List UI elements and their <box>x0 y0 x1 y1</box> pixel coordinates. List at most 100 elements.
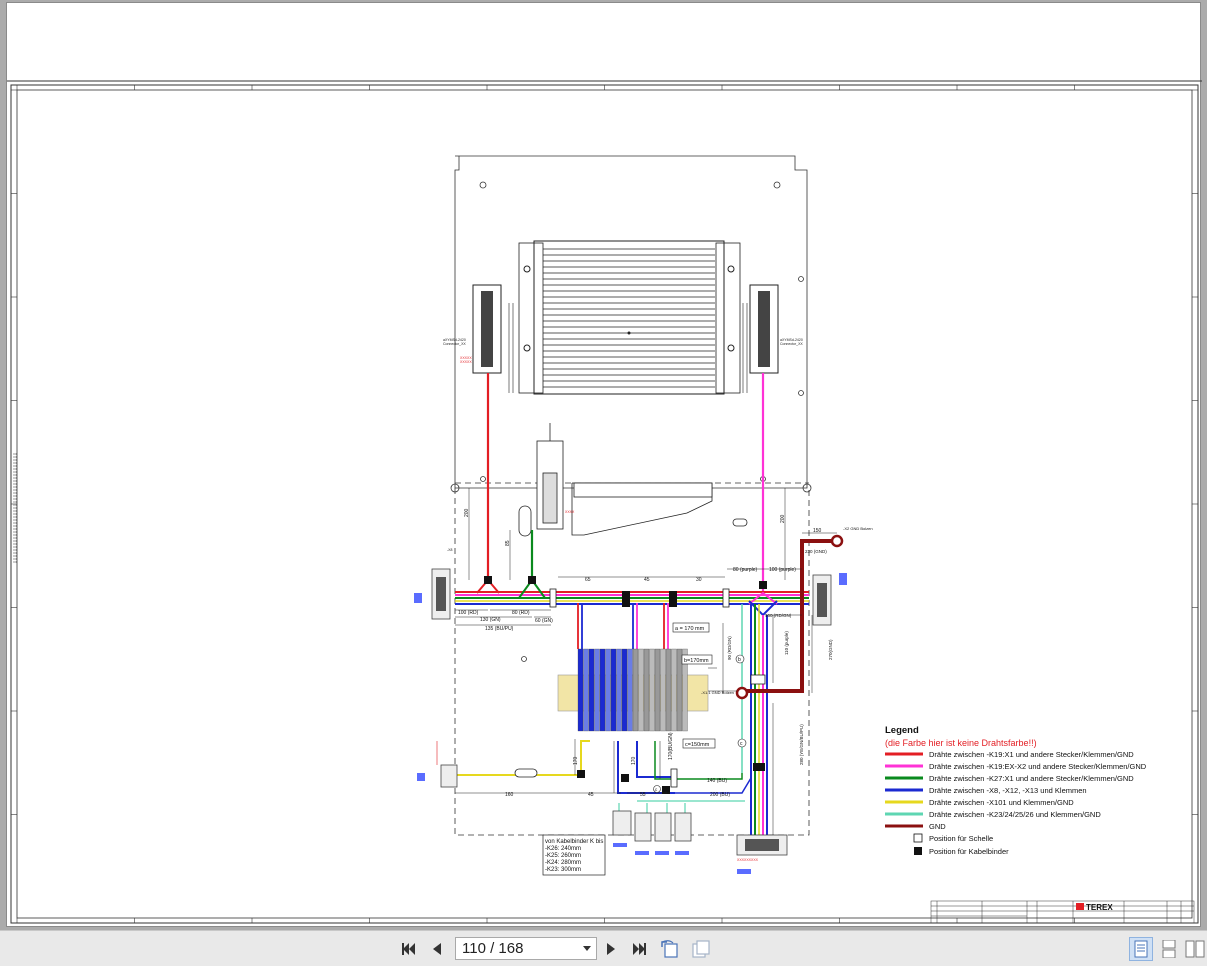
plug-x101 <box>417 741 458 788</box>
first-page-button[interactable] <box>398 938 420 960</box>
dim-130gn: 130 (GN) <box>480 617 501 623</box>
terminal-block <box>621 648 628 732</box>
previous-page-button[interactable] <box>426 938 448 960</box>
relay-k27: XXXX <box>518 423 748 537</box>
plug-right <box>812 573 847 626</box>
connector-k19-ex-x2: aXYMSd-2420 Connector_XX <box>742 284 803 393</box>
marker-c: c <box>740 741 743 747</box>
terminal-block <box>632 648 639 732</box>
callout-a: a = 170 mm <box>675 626 705 632</box>
drawing-page: aXYMSd-2420 Connector_XX XXXXX XXXXX aXY… <box>6 2 1202 927</box>
marker-c-lower: c <box>655 787 658 792</box>
continuous-view-button[interactable] <box>1157 937 1181 961</box>
legend-item-label: GND <box>929 822 946 831</box>
document-viewport[interactable]: aXYMSd-2420 Connector_XX XXXXX XXXXX aXY… <box>0 0 1207 930</box>
dim-85: 85 <box>505 540 511 546</box>
dim-200-left: 200 <box>464 508 470 517</box>
note-line-1: von Kabelbinder K bis <box>545 839 603 845</box>
dim-200bu: 200 (BU) <box>710 792 730 798</box>
callouts: a = 170 mm b=170mm c=150mm b c c <box>653 622 747 793</box>
clamp-markers <box>549 588 730 788</box>
svg-text:XXXXX: XXXXX <box>460 360 472 364</box>
triangle-right-icon <box>607 943 615 955</box>
skip-forward-icon <box>633 943 646 955</box>
terminal-block <box>660 648 666 732</box>
terminal-block <box>665 648 672 732</box>
rotate-forward-button[interactable] <box>689 938 711 960</box>
legend-symbol-tie: Position für Kabelbinder <box>929 847 1009 856</box>
dim-100rd: 100 (RD) <box>458 610 479 616</box>
svg-text:Connector_XX: Connector_XX <box>780 342 803 346</box>
x2-gnd-label: -X2 GND Bolzen <box>843 526 873 531</box>
chevron-down-icon[interactable] <box>583 946 591 951</box>
dim-90-rdgn-vert: 90 (RD/GN) <box>727 636 732 660</box>
dim-160: 160 <box>505 792 514 798</box>
wiring-diagram: aXYMSd-2420 Connector_XX XXXXX XXXXX aXY… <box>7 80 1202 924</box>
legend-item-label: Drähte zwischen -X101 und Klemmen/GND <box>929 798 1074 807</box>
plug-bottom: XXXXXXXXX <box>736 834 788 874</box>
dim-55: 55 <box>640 792 646 798</box>
relays-k23-k26 <box>612 810 692 855</box>
terminal-block <box>577 648 584 732</box>
marker-b: b <box>738 657 741 663</box>
legend: Legend (die Farbe hier ist keine Drahtsf… <box>885 725 1147 856</box>
title-block-brand: TEREX <box>1086 903 1113 912</box>
dim-30: 30 <box>696 577 702 583</box>
svg-text:-X8: -X8 <box>447 548 453 552</box>
vertical-harness <box>741 604 768 835</box>
legend-filled-square-icon <box>914 847 922 855</box>
svg-text:XXXXXXXXX: XXXXXXXXX <box>737 858 759 862</box>
single-page-view-button[interactable] <box>1129 937 1153 961</box>
title-block: TEREX <box>930 900 1195 924</box>
svg-text:Connector_XX: Connector_XX <box>443 342 466 346</box>
dim-170-a: 170 <box>573 756 579 765</box>
terminal-block <box>599 648 606 732</box>
dim-110purple: 110 (purple) <box>784 631 789 655</box>
continuous-pages-icon <box>1162 940 1176 958</box>
terminal-block <box>594 648 600 732</box>
callout-b: b=170mm <box>684 658 709 664</box>
cable-tie-markers <box>484 576 767 794</box>
rotate-back-button[interactable] <box>659 938 681 960</box>
legend-open-square-icon <box>913 833 923 843</box>
legend-item-label: Drähte zwischen -K19:X1 und andere Steck… <box>929 750 1134 759</box>
dimension-labels: 200 200 85 65 45 30 100 (RD) 130 (GN) 13… <box>458 508 873 798</box>
lower-wires <box>447 740 752 816</box>
upper-wires <box>486 373 765 593</box>
note-line-2: -K26: 240mm <box>545 846 581 852</box>
single-page-icon <box>1134 940 1148 958</box>
last-page-button[interactable] <box>628 938 650 960</box>
rotate-page-back-icon <box>661 940 678 958</box>
controller-unit <box>518 240 741 395</box>
note-line-3: -K25: 260mm <box>545 853 581 859</box>
terminal-block <box>605 648 611 732</box>
sheet-frame <box>7 80 1202 924</box>
terminal-block <box>682 648 688 732</box>
next-page-button[interactable] <box>600 938 622 960</box>
dim-230gnd: 230 (GND) <box>805 549 827 554</box>
frame-ticks <box>11 85 1198 923</box>
dimension-lines <box>455 488 837 835</box>
plug-left: -X8 <box>414 548 453 620</box>
dim-160rdgn: 160 (RD/GN) <box>765 613 792 618</box>
gnd-wire <box>735 534 844 700</box>
legend-item-label: Drähte zwischen -K19:EX-X2 und andere St… <box>929 762 1147 771</box>
legend-title: Legend <box>885 725 919 736</box>
dim-170bugn: 170(BU/GN) <box>668 732 674 760</box>
dim-140bu: 140 (BU) <box>707 778 727 784</box>
two-page-icon <box>1185 940 1205 958</box>
page-number-field[interactable]: 110 / 168 <box>455 937 597 960</box>
dim-135bupu: 135 (BU/PU) <box>485 626 514 632</box>
dim-100purple: 100 (purple) <box>769 567 796 573</box>
dim-80purple: 80 (purple) <box>733 567 758 573</box>
dim-170-b: 170 <box>631 756 637 765</box>
viewer-toolbar: 110 / 168 <box>0 930 1207 966</box>
callout-c: c=150mm <box>685 742 710 748</box>
dim-200-right: 200 <box>780 514 786 523</box>
two-page-view-button[interactable] <box>1183 937 1207 961</box>
svg-text:XXXXX: XXXXX <box>460 356 472 360</box>
dim-80rd: 80 (RD) <box>512 610 530 616</box>
terminal-block <box>671 648 677 732</box>
triangle-left-icon <box>433 943 441 955</box>
terminal-strip <box>557 648 709 732</box>
